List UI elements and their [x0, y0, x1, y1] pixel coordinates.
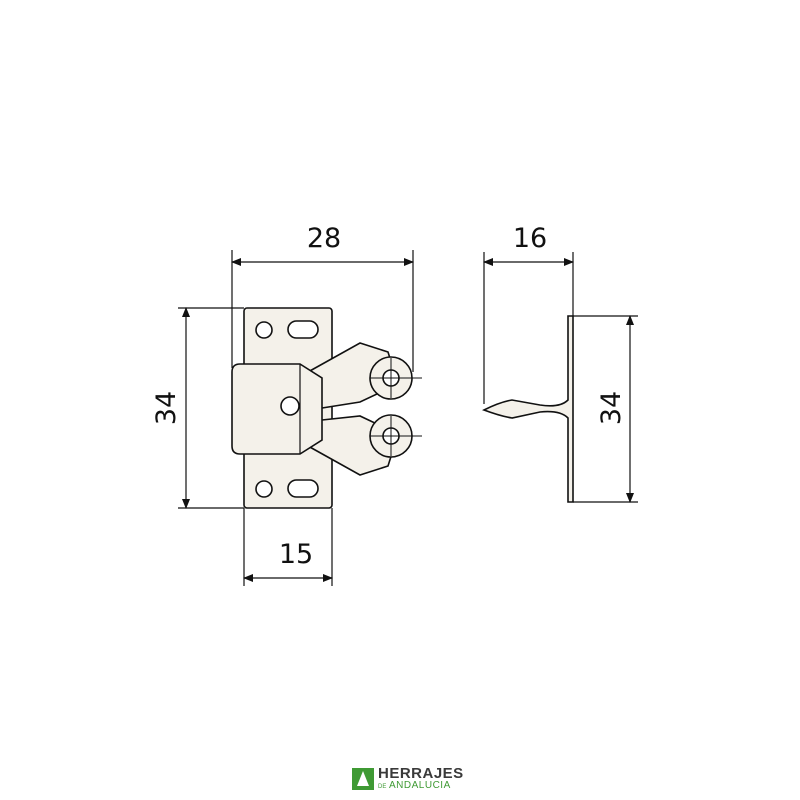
logo-mark-icon [352, 768, 374, 790]
mount-slot-bottom-right [287, 479, 319, 498]
logo-region: ANDALUCIA [389, 780, 451, 791]
dim-label-side-height: 34 [596, 391, 627, 425]
logo-title: HERRAJES [378, 765, 464, 782]
dimension-lines [178, 250, 638, 586]
center-body [231, 363, 323, 455]
brand-logo: HERRAJES DE ANDALUCIA [352, 765, 464, 794]
dim-label-plate-width: 15 [279, 539, 313, 570]
dim-label-front-width: 28 [307, 223, 341, 254]
dim-label-front-height: 34 [151, 391, 182, 425]
side-profile [482, 315, 574, 503]
roller-centerlines [370, 358, 422, 456]
front-view [231, 307, 413, 509]
center-screw-hole [280, 396, 300, 416]
mount-hole-top-left [255, 321, 273, 339]
mount-slot-top-right [287, 320, 319, 339]
dim-label-side-width: 16 [513, 223, 547, 254]
mount-hole-bottom-left [255, 480, 273, 498]
logo-prefix: DE [378, 784, 387, 790]
side-view [482, 315, 574, 503]
